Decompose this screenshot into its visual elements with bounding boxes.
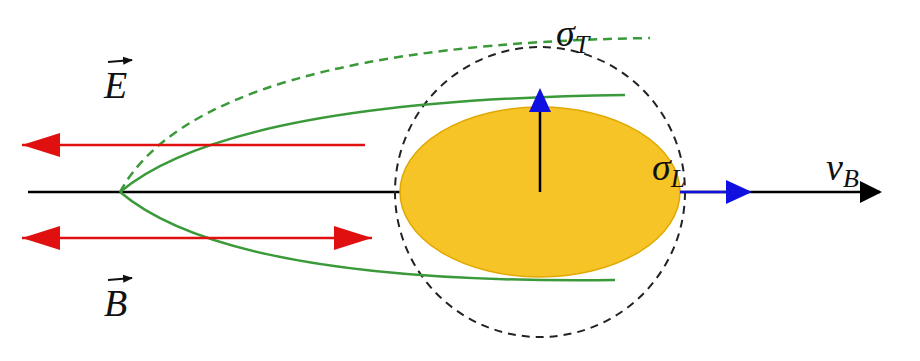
sigma-t-arrowhead: [529, 88, 551, 112]
nucleus: [400, 107, 680, 277]
b-field-arrow: [22, 237, 372, 240]
vector-mark: [108, 278, 132, 280]
field-label: E: [104, 66, 127, 104]
cross-section-label: σL: [652, 148, 685, 192]
e-field-arrow: [22, 144, 365, 147]
field-line: [120, 38, 650, 192]
velocity-label: vB: [826, 148, 859, 192]
vector-mark: [108, 60, 132, 62]
sigma-l-shaft: [680, 191, 728, 194]
cross-section-label: σT: [556, 14, 589, 58]
field-label: B: [104, 284, 127, 322]
b-field-arrowhead: [22, 226, 60, 250]
sigma-l-arrowhead: [726, 180, 752, 204]
sigma-t-shaft: [539, 112, 542, 192]
e-field-arrowhead: [22, 133, 60, 157]
b-field-arrowhead: [334, 226, 372, 250]
dashed-circle: [395, 47, 685, 337]
field-line: [120, 192, 615, 280]
